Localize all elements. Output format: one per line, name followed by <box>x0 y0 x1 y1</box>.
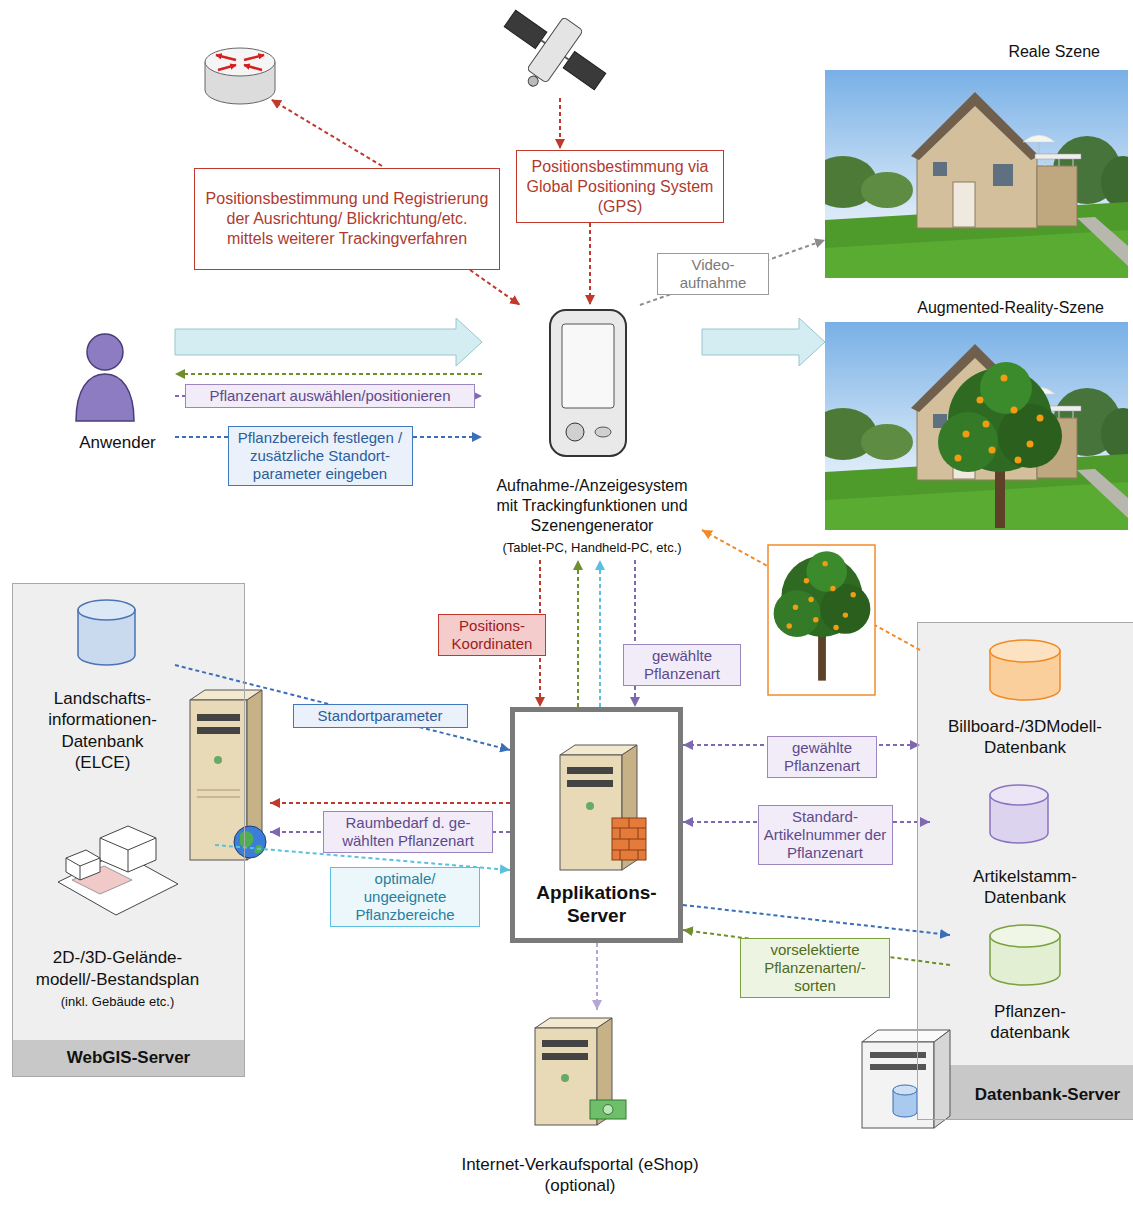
server-panel: Datenbank-Server Billboard-/3DModell- Dat… <box>917 622 1133 1120</box>
database-icon <box>990 640 1060 700</box>
node-label: Augmented-Reality-Szene <box>917 298 1104 318</box>
node-label: Pflanzen- datenbank <box>980 1001 1080 1044</box>
user-icon <box>76 334 134 421</box>
database-icon <box>990 785 1048 843</box>
device-node: Aufnahme-/Anzeigesystem mit Trackingfunk… <box>482 305 702 560</box>
terrain-model-node: 2D-/3D-Gelände- modell/-Bestandsplan (ink… <box>20 805 215 1012</box>
edge-label: vorselektierte Pflanzenarten/- sorten <box>740 938 890 998</box>
node-label: WebGIS-Server <box>67 1047 190 1068</box>
edge-label: Standortparameter <box>293 704 468 728</box>
connector-arrow <box>596 943 598 1010</box>
scene-photo <box>809 322 1133 530</box>
node-label: Positionsbestimmung und Registrierung de… <box>203 189 491 249</box>
connector-arrow <box>577 560 579 707</box>
scene-panel: Augmented-Reality-Szene <box>825 298 1128 530</box>
database-icon <box>990 925 1060 985</box>
connector-arrow <box>599 560 601 707</box>
eshop-node: Internet-Verkaufsportal (eShop)(optional… <box>400 1010 760 1200</box>
database-node: Artikelstamm- Datenbank <box>930 780 1120 910</box>
edge-label: Raumbedarf d. ge- wählten Pflanzenart <box>323 811 493 853</box>
node-label: (Tablet-PC, Handheld-PC, etc.) <box>502 540 681 556</box>
edge-label: gewählte Pflanzenart <box>623 644 741 686</box>
server-icon <box>862 1030 950 1128</box>
handheld-device-icon <box>550 310 626 456</box>
router-icon <box>205 48 275 104</box>
user-actor: Anwender <box>60 330 175 455</box>
node-label: (optional) <box>545 1175 616 1196</box>
gps-box: Positionsbestimmung via Global Positioni… <box>516 150 724 223</box>
connector-arrow <box>175 665 510 750</box>
server-icon <box>190 690 266 860</box>
flow-arrow <box>702 318 825 366</box>
leader-arrow <box>559 98 561 148</box>
database-node: Pflanzen- datenbank <box>950 920 1110 1045</box>
connector-arrow <box>470 270 520 305</box>
database-node: Billboard-/3DModell- Datenbank <box>920 635 1130 760</box>
node-label: (inkl. Gebäude etc.) <box>61 994 174 1010</box>
application-server: Applikations- Server <box>510 707 683 943</box>
server-icon <box>535 1018 626 1125</box>
edge-label: gewählte Pflanzenart <box>767 736 877 778</box>
server-icon <box>560 745 646 870</box>
node-label: Artikelstamm- Datenbank <box>950 866 1100 909</box>
edge-label: Positions- Koordinaten <box>438 614 546 656</box>
node-label: Billboard-/3DModell- Datenbank <box>925 716 1125 759</box>
node-label: Positionsbestimmung via Global Positioni… <box>525 157 715 217</box>
edge-label: Pflanzbereich festlegen / zusätzliche St… <box>228 426 413 486</box>
node-label: Anwender <box>79 432 156 453</box>
edge-label: optimale/ ungeeignete Pflanzbereiche <box>330 867 480 927</box>
edge-label: Standard- Artikelnummer der Pflanzenart <box>758 805 893 865</box>
tracking-box: Positionsbestimmung und Registrierung de… <box>194 168 500 270</box>
connector-arrow <box>683 905 950 935</box>
server-panel: WebGIS-Server Landschafts- informationen-… <box>12 583 245 1077</box>
scene-photo <box>809 70 1133 278</box>
node-label: Reale Szene <box>1008 42 1100 62</box>
flow-arrow <box>175 318 482 366</box>
node-label: 2D-/3D-Gelände- modell/-Bestandsplan <box>25 947 210 990</box>
database-node: Landschafts- informationen- Datenbank (E… <box>30 598 175 775</box>
edge-label: Pflanzenart auswählen/positionieren <box>185 384 475 408</box>
node-label: Landschafts- informationen- Datenbank (E… <box>35 688 170 773</box>
node-label: Aufnahme-/Anzeigesystem mit Trackingfunk… <box>495 476 690 536</box>
database-icon <box>78 600 135 665</box>
terrain-model-icon <box>58 826 178 915</box>
edge-label: Video- aufnahme <box>657 253 769 295</box>
node-label: Internet-Verkaufsportal (eShop) <box>461 1154 698 1175</box>
satellite-icon <box>485 0 618 117</box>
leader-arrow <box>272 100 382 166</box>
node-label: Datenbank-Server <box>975 1084 1121 1105</box>
connector-arrow <box>270 802 510 804</box>
node-label: Applikations- Server <box>522 881 672 929</box>
scene-panel: Reale Szene <box>825 42 1128 277</box>
connector-arrow <box>175 373 482 375</box>
plant-billboard-picture <box>768 545 875 695</box>
connector-arrow <box>589 223 591 305</box>
connector-arrow <box>640 240 825 305</box>
